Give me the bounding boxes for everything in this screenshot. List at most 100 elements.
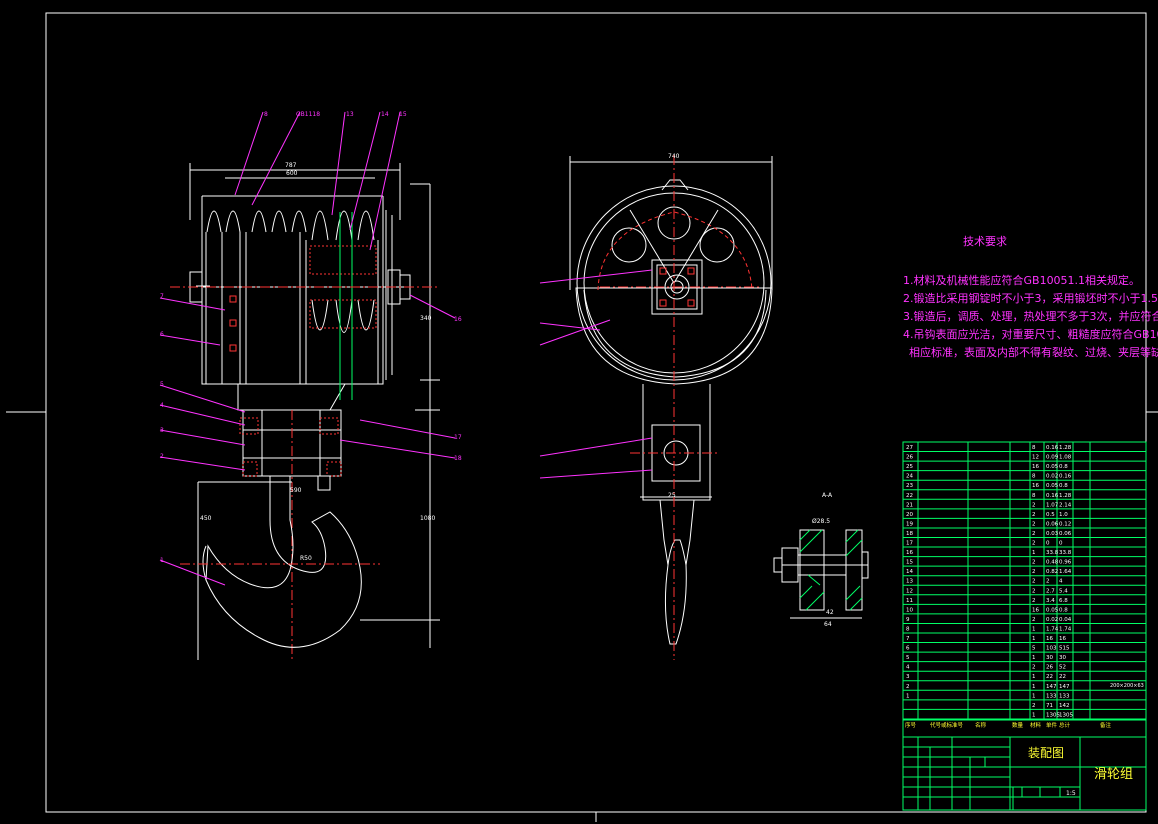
bom-cell: 1 (1032, 693, 1036, 699)
size-note: 200×200×63 (1110, 683, 1144, 689)
bom-cell: 6.8 (1059, 598, 1068, 604)
bom-cell: 15 (906, 560, 913, 566)
bom-cell: 0.8 (1059, 464, 1068, 470)
dim-text: R50 (300, 555, 312, 562)
tech-line-1: 1.材料及机械性能应符合GB10051.1相关规定。 (903, 274, 1141, 287)
bom-cell: 18 (906, 531, 913, 537)
leader-lines-left (159, 111, 456, 586)
tech-line-3: 3.锻造后，调质、处理，热处理不多于3次，并应符合要求。 (903, 310, 1158, 323)
part-label: 6 (160, 331, 164, 338)
bom-cell: 2 (1032, 569, 1036, 575)
bom-cell: 2 (1032, 579, 1036, 585)
dimension-texts-left: 787 600 340 1080 450 590 R50 (200, 162, 435, 562)
tech-line-2: 2.锻造比采用钢锭时不小于3，采用锻坯时不小于1.5。 (903, 292, 1158, 305)
bom-cell: 1.28 (1059, 445, 1072, 451)
bom-cell: 1 (1032, 550, 1036, 556)
part-label: 2 (160, 453, 164, 460)
dimension-texts-middle: 740 25 (668, 153, 680, 499)
bom-cell: 7 (906, 636, 910, 642)
bom-cell: 0.16 (1046, 445, 1059, 451)
bom-cell: 0.09 (1046, 455, 1059, 461)
bom-header-cell: 材料 (1030, 721, 1042, 729)
bom-cell: 20 (906, 512, 913, 518)
bom-cell: 147 (1059, 684, 1070, 690)
bom-header-cell: 代号或标准号 (930, 721, 964, 729)
bom-cell: 14 (906, 569, 913, 575)
bom-cell: 2.14 (1059, 502, 1072, 508)
bom-cell: 8 (906, 626, 910, 632)
bom-grid (902, 441, 1147, 721)
bom-cell: 8 (1032, 445, 1036, 451)
tech-line-5: 相应标准，表面及内部不得有裂纹、过烧、夹层等缺陷。 (909, 346, 1158, 359)
bom-cell: 103 (1046, 646, 1057, 652)
tech-title: 技术要求 (963, 235, 1007, 248)
bom-cell: 22 (1059, 674, 1066, 680)
bom-cell: 22 (906, 493, 913, 499)
bom-header-cell: 单件 (1046, 721, 1058, 729)
part-label: 15 (399, 111, 407, 118)
leader-lines-middle (539, 269, 653, 479)
bom-cell: 0.12 (1059, 521, 1071, 527)
bom-cell: 1.0 (1059, 512, 1068, 518)
bom-cell: 2 (1032, 598, 1036, 604)
bom-cell: 0.16 (1046, 493, 1059, 499)
bom-cell: 0.16 (1059, 474, 1072, 480)
bom-cell: 26 (1046, 665, 1053, 671)
bom-header-cell: 名称 (975, 721, 987, 729)
bom-cell: 5 (1032, 646, 1036, 652)
bom-cell: 19 (906, 521, 913, 527)
bom-cell: 0.03 (1046, 531, 1059, 537)
bom-cell: 71 (1046, 703, 1053, 709)
bom-cell: 0.05 (1046, 464, 1059, 470)
bom-cell: 21 (906, 502, 913, 508)
bom-cell: 0.8 (1059, 483, 1068, 489)
bom-cell: 147 (1046, 684, 1057, 690)
side-view-color-details (597, 155, 760, 660)
dim-text: 740 (668, 153, 680, 160)
bom-cell: 52 (1059, 665, 1066, 671)
drawing-name: 装配图 (1028, 746, 1064, 760)
bom-header-cell: 序号 (905, 721, 917, 729)
bom-cell: 4 (906, 665, 910, 671)
bom-cell: 2 (1032, 512, 1036, 518)
bom-cell: 0.06 (1046, 521, 1059, 527)
bom-cell: 25 (906, 464, 913, 470)
bom-cell: 12 (1032, 455, 1039, 461)
dim-text: 340 (420, 315, 432, 322)
bom-cell: 2 (1032, 703, 1036, 709)
part-label: 7 (160, 293, 164, 300)
bom-cell: 26 (906, 455, 913, 461)
bom-cell: 1.74 (1059, 626, 1072, 632)
bom-cell: 24 (906, 474, 913, 480)
bom-cell: 0.04 (1059, 617, 1072, 623)
bom-cell: 1305 (1046, 712, 1060, 718)
bom-cell: 1.64 (1059, 569, 1072, 575)
part-label: GB1118 (296, 111, 320, 118)
bom-cell: 0.05 (1046, 607, 1059, 613)
bom-cell: 2 (1046, 579, 1050, 585)
part-label: 4 (160, 402, 164, 409)
section-title: A-A (822, 492, 833, 499)
bom-cell: 9 (906, 617, 910, 623)
section-a-a-hatching (799, 529, 863, 611)
bom-cell: 0.8 (1059, 607, 1068, 613)
bom-cell: 3.4 (1046, 598, 1055, 604)
bom-cell: 1 (1032, 684, 1036, 690)
bom-cell: 0.96 (1059, 560, 1072, 566)
bom-cell: 142 (1059, 703, 1070, 709)
